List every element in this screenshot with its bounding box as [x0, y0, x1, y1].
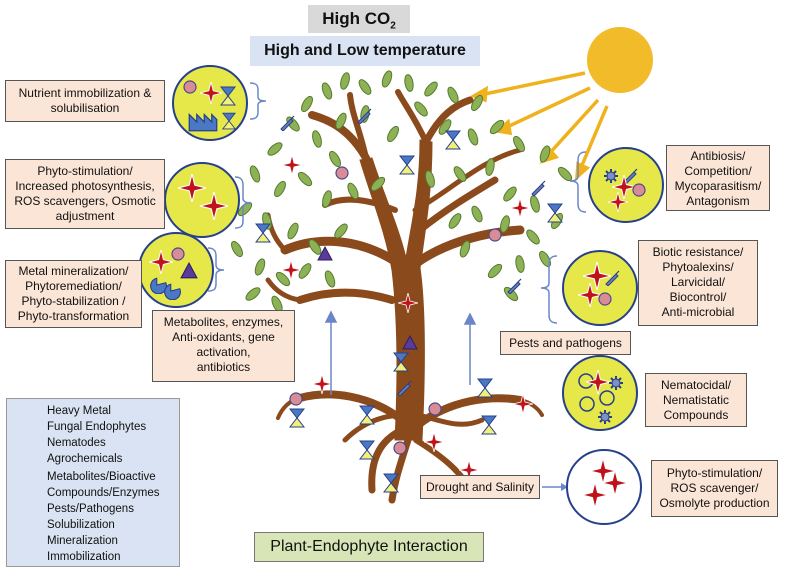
circle-nutrient — [172, 65, 248, 141]
circle-phyto-stimulation — [164, 162, 240, 238]
box-phyto-stimulation: Phyto-stimulation/ Increased photosynthe… — [5, 159, 165, 229]
legend: Heavy Metal Fungal Endophytes Nematodes … — [6, 398, 180, 567]
temperature-header: High and Low temperature — [250, 36, 480, 66]
legend-label: Solubilization — [47, 519, 115, 531]
box-metabolites: Metabolites, enzymes, Anti-oxidants, gen… — [152, 310, 295, 382]
legend-label: Nematodes — [47, 437, 106, 449]
sun — [587, 27, 653, 93]
footer-title: Plant-Endophyte Interaction — [254, 532, 484, 562]
co2-subscript: 2 — [390, 20, 396, 32]
brackets — [207, 82, 587, 324]
legend-label: Pests/Pathogens — [47, 503, 134, 515]
box-pests: Pests and pathogens — [500, 331, 631, 355]
circle-antibiosis — [588, 147, 664, 223]
co2-header: High CO2 — [308, 5, 410, 33]
circle-nematocidal — [562, 355, 638, 431]
legend-label: Immobilization — [47, 551, 121, 563]
legend-label: Heavy Metal — [47, 405, 111, 417]
legend-label: Fungal Endophytes — [47, 421, 147, 433]
legend-label: Mineralization — [47, 535, 118, 547]
legend-label: Agrochemicals — [47, 453, 123, 465]
box-nutrient: Nutrient immobilization & solubilisation — [5, 80, 165, 122]
box-nematocidal: Nematocidal/ Nematistatic Compounds — [645, 373, 747, 427]
box-osmolyte: Phyto-stimulation/ ROS scavenger/ Osmoly… — [651, 460, 778, 517]
legend-label: Compounds/Enzymes — [47, 487, 160, 499]
tree-trunk — [265, 89, 525, 441]
co2-text: High CO — [322, 9, 391, 28]
box-antibiosis: Antibiosis/ Competition/ Mycoparasitism/… — [666, 145, 770, 211]
circle-biotic — [562, 250, 638, 326]
circle-metal — [138, 232, 214, 308]
box-biotic: Biotic resistance/ Phytoalexins/ Larvici… — [638, 240, 758, 326]
box-metal: Metal mineralization/ Phytoremediation/ … — [5, 260, 142, 328]
drought-arrow-head — [561, 483, 568, 491]
box-drought: Drought and Salinity — [420, 475, 540, 499]
circle-drought — [566, 449, 642, 525]
legend-label: Metabolites/Bioactive — [47, 471, 156, 483]
upward-arrows — [324, 310, 477, 395]
